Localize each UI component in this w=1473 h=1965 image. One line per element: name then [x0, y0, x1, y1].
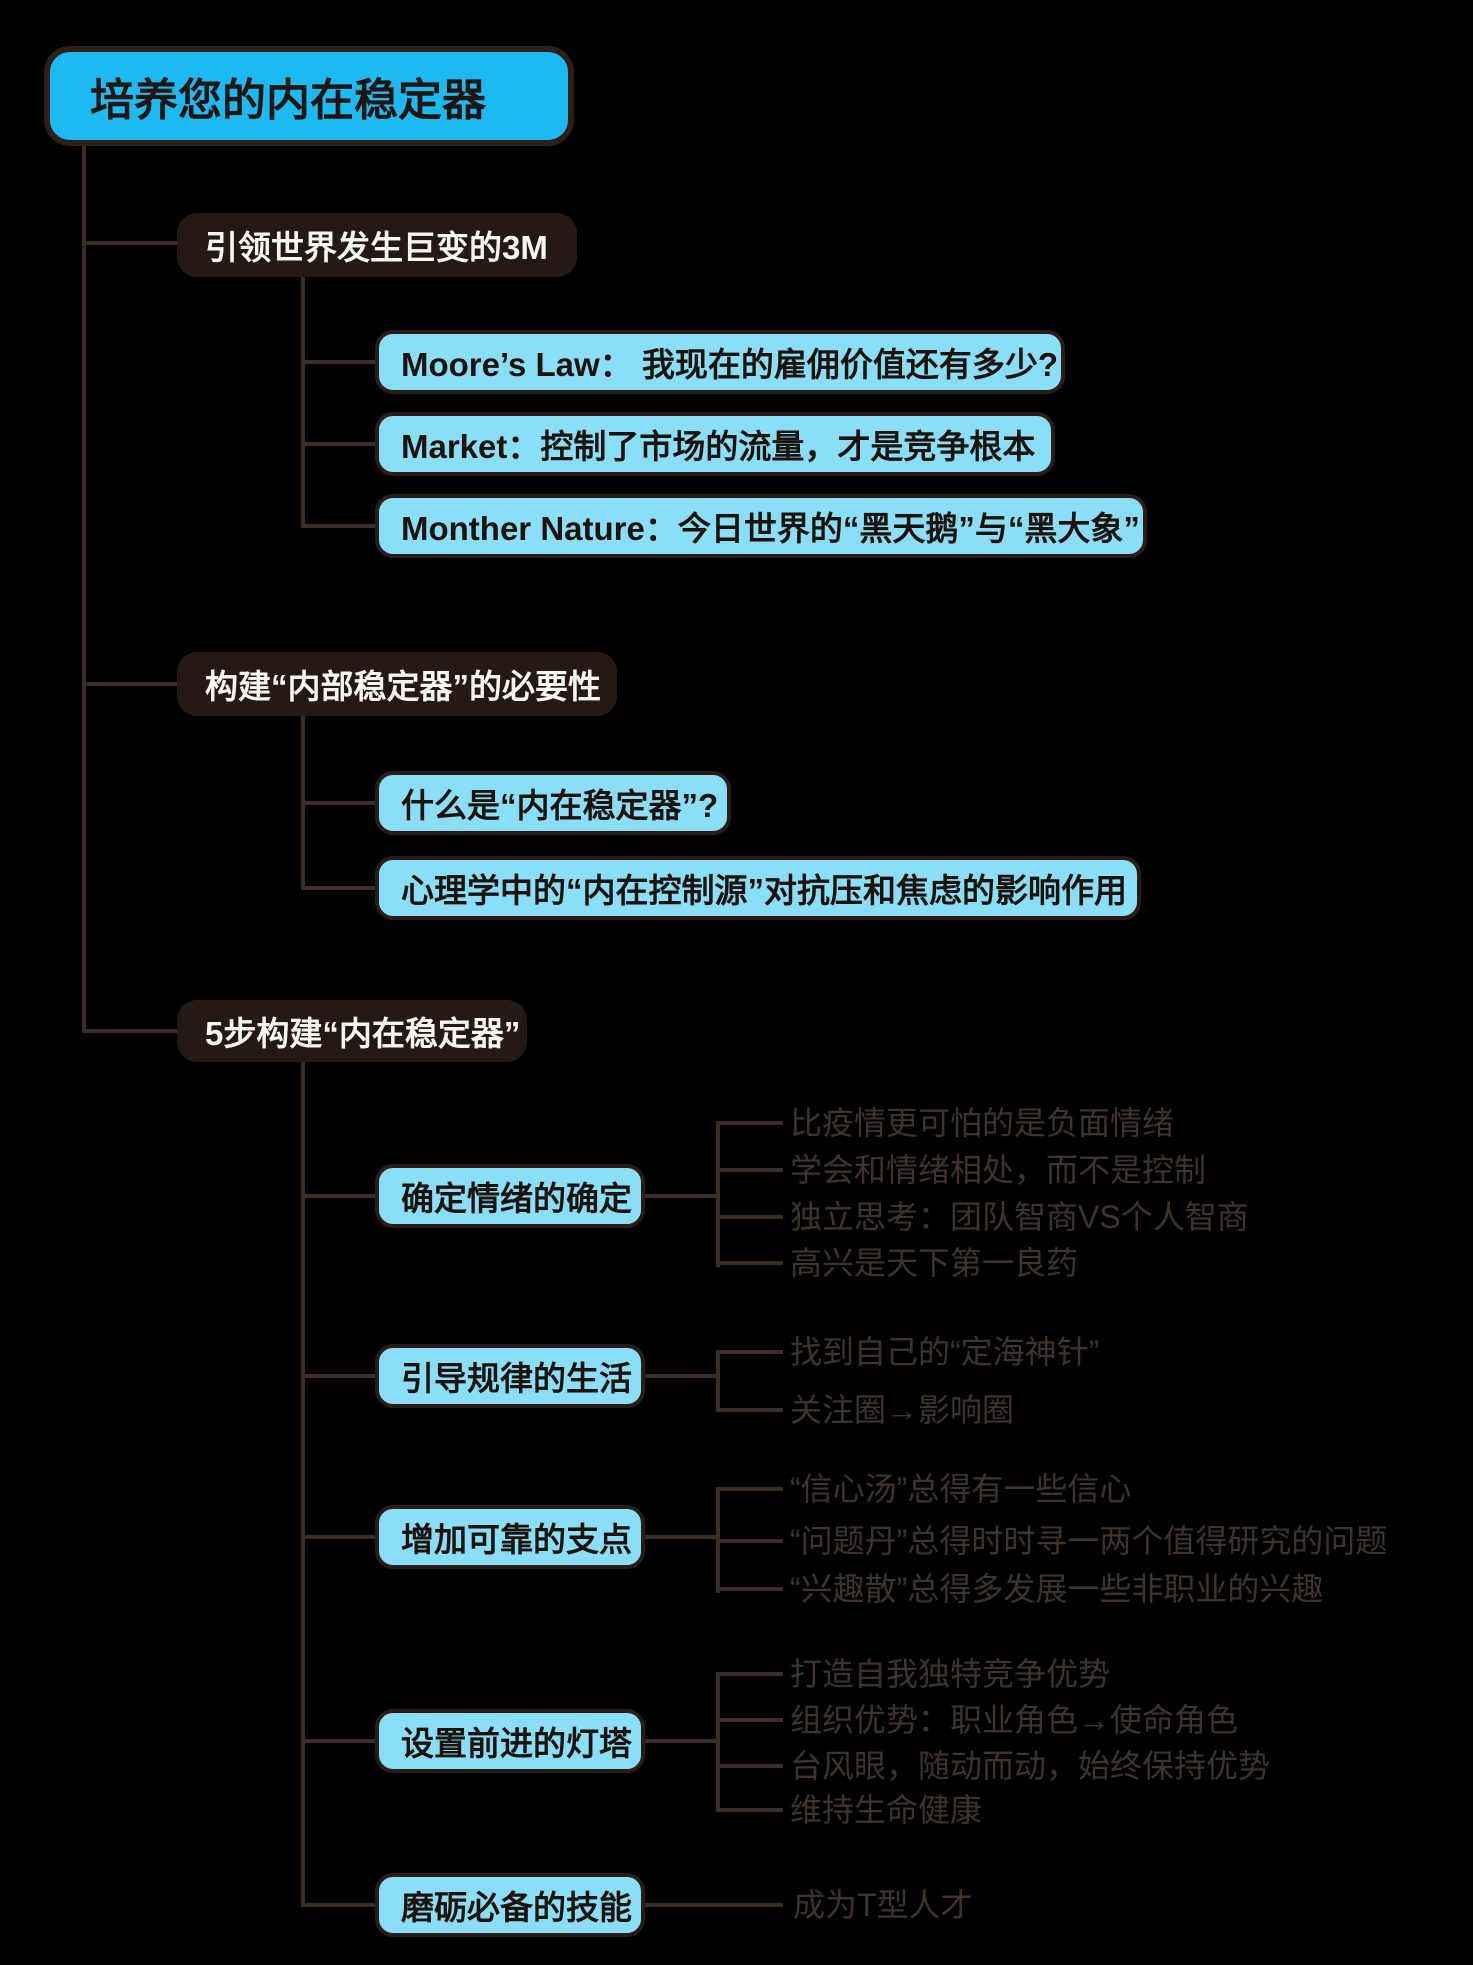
leaf-item[interactable]: 学会和情绪相处，而不是控制	[790, 1152, 1207, 1188]
branch-1-node[interactable]: 引领世界发生巨变的3M	[177, 213, 577, 277]
connector-line	[716, 1672, 783, 1676]
leaf-item[interactable]: 找到自己的“定海神针”	[790, 1334, 1100, 1370]
leaf-item[interactable]: “兴趣散”总得多发展一些非职业的兴趣	[790, 1571, 1324, 1607]
connector-line	[716, 1215, 783, 1219]
connector-line	[301, 1374, 377, 1378]
connector-line	[716, 1168, 783, 1172]
connector-line	[716, 1408, 783, 1412]
branch-2-node[interactable]: 构建“内部稳定器”的必要性	[177, 652, 617, 716]
leaf-item[interactable]: 高兴是天下第一良药	[790, 1245, 1079, 1281]
connector-line	[716, 1539, 783, 1543]
connector-line	[301, 524, 377, 528]
leaf-item[interactable]: “问题丹”总得时时寻一两个值得研究的问题	[790, 1523, 1388, 1559]
leaf-item[interactable]: 打造自我独特竞争优势	[790, 1656, 1111, 1692]
connector-line	[643, 1535, 718, 1539]
connector-line	[301, 360, 377, 364]
connector-line	[716, 1718, 783, 1722]
connector-line	[716, 1121, 720, 1267]
connector-line	[82, 1029, 179, 1033]
connector-line	[643, 1739, 718, 1743]
leaf-item[interactable]: “信心汤”总得有一些信心	[790, 1471, 1132, 1507]
topic-node-skills[interactable]: 磨砺必备的技能	[375, 1873, 645, 1937]
connector-line	[301, 1062, 305, 1907]
connector-line	[301, 1739, 377, 1743]
connector-line	[643, 1194, 718, 1198]
leaf-item[interactable]: 独立思考：团队智商VS个人智商	[790, 1199, 1249, 1235]
connector-line	[716, 1587, 783, 1591]
connector-line	[716, 1261, 783, 1265]
connector-line	[82, 241, 179, 245]
connector-line	[301, 1194, 377, 1198]
topic-node-market[interactable]: Market：控制了市场的流量，才是竞争根本	[375, 412, 1055, 476]
topic-node-reliable-pivot[interactable]: 增加可靠的支点	[375, 1505, 645, 1569]
connector-line	[716, 1350, 720, 1412]
connector-line	[716, 1350, 783, 1354]
branch-3-node[interactable]: 5步构建“内在稳定器”	[177, 1000, 527, 1062]
root-node[interactable]: 培养您的内在稳定器	[44, 46, 574, 146]
connector-line	[301, 801, 377, 805]
topic-node-emotion[interactable]: 确定情绪的确定	[375, 1164, 645, 1228]
connector-line	[716, 1808, 783, 1812]
leaf-item[interactable]: 维持生命健康	[790, 1792, 983, 1828]
connector-line	[716, 1672, 720, 1812]
connector-line	[643, 1374, 718, 1378]
topic-node-psychology[interactable]: 心理学中的“内在控制源”对抗压和焦虑的影响作用	[375, 856, 1141, 920]
connector-line	[716, 1121, 783, 1125]
topic-node-moores-law[interactable]: Moore’s Law： 我现在的雇佣价值还有多少?	[375, 330, 1065, 394]
topic-node-mother-nature[interactable]: Monther Nature：今日世界的“黑天鹅”与“黑大象”	[375, 494, 1147, 558]
connector-line	[301, 886, 377, 890]
connector-line	[82, 146, 86, 1033]
leaf-item[interactable]: 比疫情更可怕的是负面情绪	[790, 1105, 1175, 1141]
topic-node-regular-life[interactable]: 引导规律的生活	[375, 1344, 645, 1408]
leaf-item[interactable]: 关注圈→影响圈	[790, 1392, 1015, 1428]
connector-line	[716, 1764, 783, 1768]
connector-line	[82, 682, 179, 686]
connector-line	[301, 277, 305, 528]
topic-node-lighthouse[interactable]: 设置前进的灯塔	[375, 1709, 645, 1773]
connector-line	[643, 1903, 783, 1907]
connector-line	[716, 1487, 783, 1491]
topic-node-what-is-stabilizer[interactable]: 什么是“内在稳定器”?	[375, 771, 731, 835]
leaf-item[interactable]: 成为T型人才	[793, 1887, 973, 1923]
connector-line	[301, 442, 377, 446]
connector-line	[301, 1903, 377, 1907]
leaf-item[interactable]: 组织优势：职业角色→使命角色	[790, 1702, 1239, 1738]
connector-line	[301, 1535, 377, 1539]
leaf-item[interactable]: 台风眼，随动而动，始终保持优势	[790, 1748, 1271, 1784]
